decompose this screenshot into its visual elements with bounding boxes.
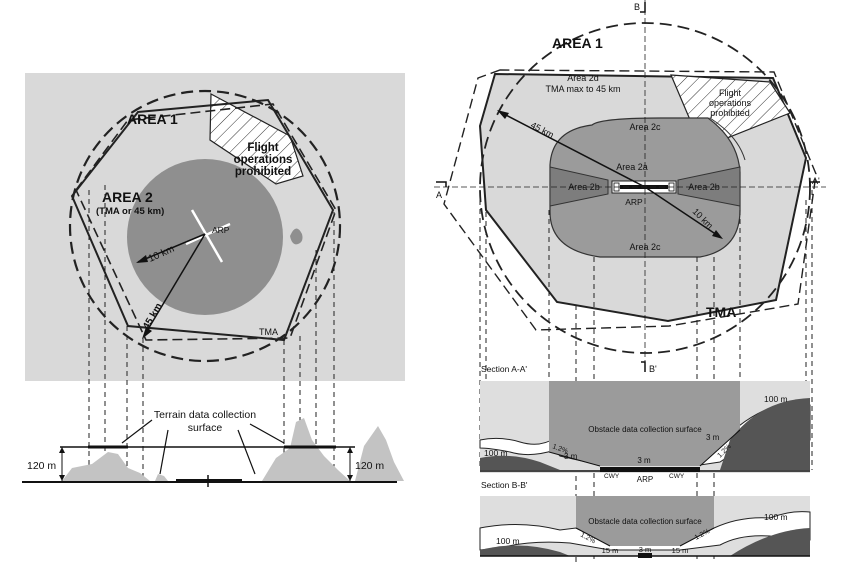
section-bb-3m: 3 m: [639, 545, 652, 554]
right-a-mark-label: A: [436, 190, 442, 200]
left-flight-label-3: prohibited: [235, 166, 291, 178]
left-area1-label: AREA 1: [127, 111, 178, 127]
left-terrain-section: Terrain data collection surface 120 m 12…: [22, 409, 404, 487]
section-aa-surface-label: Obstacle data collection surface: [588, 425, 702, 434]
left-terrain-label-2: surface: [188, 422, 223, 434]
section-aa-terrain-right: [720, 398, 810, 470]
left-flight-label-2: operations: [234, 154, 293, 166]
right-tma-label: TMA: [706, 304, 736, 320]
section-aa-terrain-left: [480, 455, 560, 470]
section-aa-3m-center: 3 m: [637, 456, 651, 465]
left-terrain-hill-3: [262, 418, 350, 481]
section-bb-runway: [638, 553, 652, 558]
right-arp-label: ARP: [625, 197, 643, 207]
right-area2b-right-label: Area 2b: [688, 182, 720, 192]
right-area2a-label: Area 2a: [616, 162, 648, 172]
section-bb-title: Section B-B': [481, 480, 528, 490]
right-45km-arrow: [499, 111, 646, 188]
section-aa-100m-right: 100 m: [764, 394, 788, 404]
section-aa-slope-left: [548, 451, 601, 467]
section-aa-runway: [600, 467, 700, 472]
left-height-label-left: 120 m: [27, 460, 56, 472]
section-bb-15m-right: 15 m: [672, 546, 689, 555]
section-bb-slope-left: [575, 527, 611, 547]
section-aa-slope-right: [699, 429, 741, 467]
section-bb-surface-label: Obstacle data collection surface: [588, 517, 702, 526]
left-terrain-arrow-4: [159, 429, 169, 475]
right-area2d-label-1: Area 2d: [567, 73, 599, 83]
left-terrain-arrow-3: [237, 429, 256, 475]
left-height-label-right: 120 m: [355, 460, 384, 472]
left-diagram: AREA 1 AREA 2 (TMA or 45 km) Flight oper…: [25, 73, 405, 381]
section-aa-100m-left: 100 m: [484, 448, 508, 458]
section-bb-terrain-left: [480, 545, 570, 556]
right-b2-mark-label: B': [649, 364, 657, 374]
section-bb-area2-band: [576, 496, 714, 524]
section-aa-title: Section A-A': [481, 364, 527, 374]
left-terrain-hill-1: [62, 452, 150, 481]
left-area1-circle: [68, 89, 342, 363]
right-area1-label: AREA 1: [552, 35, 603, 51]
right-b2-marker: [641, 361, 646, 372]
section-bb-surface: [479, 511, 811, 551]
section-bb: Section B-B' Obstacle data collection su…: [479, 480, 811, 558]
right-area2c-arc: [709, 117, 746, 161]
section-bb-100m-left: 100 m: [496, 536, 520, 546]
section-bb-slope-right: [679, 527, 715, 547]
left-terrain-arrow-1: [121, 419, 153, 444]
section-aa-collection-surface: [549, 421, 740, 466]
left-runway-section: [176, 479, 242, 483]
section-aa-area2-band: [549, 381, 740, 421]
section-aa-cwy-right: CWY: [669, 473, 685, 480]
right-b-mark-label: B: [634, 2, 640, 12]
left-terrain-hill-4: [355, 426, 404, 481]
section-aa-3m-right: 3 m: [706, 433, 720, 442]
left-area2-disc: [127, 159, 283, 315]
left-prohibited-zone: [209, 93, 304, 185]
section-aa-3m-left: 3 m: [564, 452, 578, 461]
left-terrain-arrow-2: [249, 423, 285, 444]
right-area2b-left-label: Area 2b: [568, 182, 600, 192]
right-diagram: AREA 1 Area 2d TMA max to 45 km Flight o…: [434, 0, 826, 374]
right-a2-mark-label: A': [812, 176, 820, 186]
right-a2-marker: [809, 181, 820, 187]
section-bb-collection-surface: [576, 524, 714, 546]
left-terrain-label-1: Terrain data collection: [154, 409, 256, 421]
right-area2b-right-zone: [677, 166, 741, 207]
section-aa-arp-label: ARP: [637, 475, 653, 484]
right-45km-boundary: [443, 69, 817, 331]
left-arp-label: ARP: [212, 225, 230, 235]
section-aa-cwy-left: CWY: [604, 473, 620, 480]
right-area2c-bottom-label: Area 2c: [629, 242, 661, 252]
section-aa: Section A-A' Obstacle data collection su…: [479, 364, 811, 484]
left-area2-sub-label: (TMA or 45 km): [96, 206, 164, 217]
right-10km-arrow: [644, 186, 721, 238]
right-area2d-label-2: TMA max to 45 km: [545, 84, 620, 94]
left-10km-arrow: [137, 233, 206, 263]
right-area2b-left-zone: [549, 166, 609, 207]
section-bb-100m-right: 100 m: [764, 512, 788, 522]
left-tma-label: TMA: [259, 327, 278, 337]
right-a-marker: [436, 181, 447, 187]
left-runway-1: [190, 209, 224, 263]
left-45km-arrow: [143, 233, 206, 337]
right-flight-label-2: operations: [709, 98, 752, 108]
left-obstacle-blob: [290, 228, 303, 245]
left-area2-label: AREA 2: [102, 189, 153, 205]
left-runway-2: [185, 222, 231, 246]
right-b-marker: [640, 2, 646, 13]
left-flight-label-1: Flight: [247, 142, 278, 154]
section-bb-15m-left: 15 m: [602, 546, 619, 555]
left-45km-arrowhead: [142, 327, 152, 339]
section-bb-terrain-right: [730, 528, 810, 556]
left-45km-boundary: [75, 103, 337, 341]
right-flight-label-3: prohibited: [710, 108, 750, 118]
right-flight-label-1: Flight: [719, 88, 742, 98]
left-terrain-hill-2: [155, 474, 168, 481]
left-10km-arrowhead: [136, 255, 148, 263]
right-area2c-top-label: Area 2c: [629, 122, 661, 132]
